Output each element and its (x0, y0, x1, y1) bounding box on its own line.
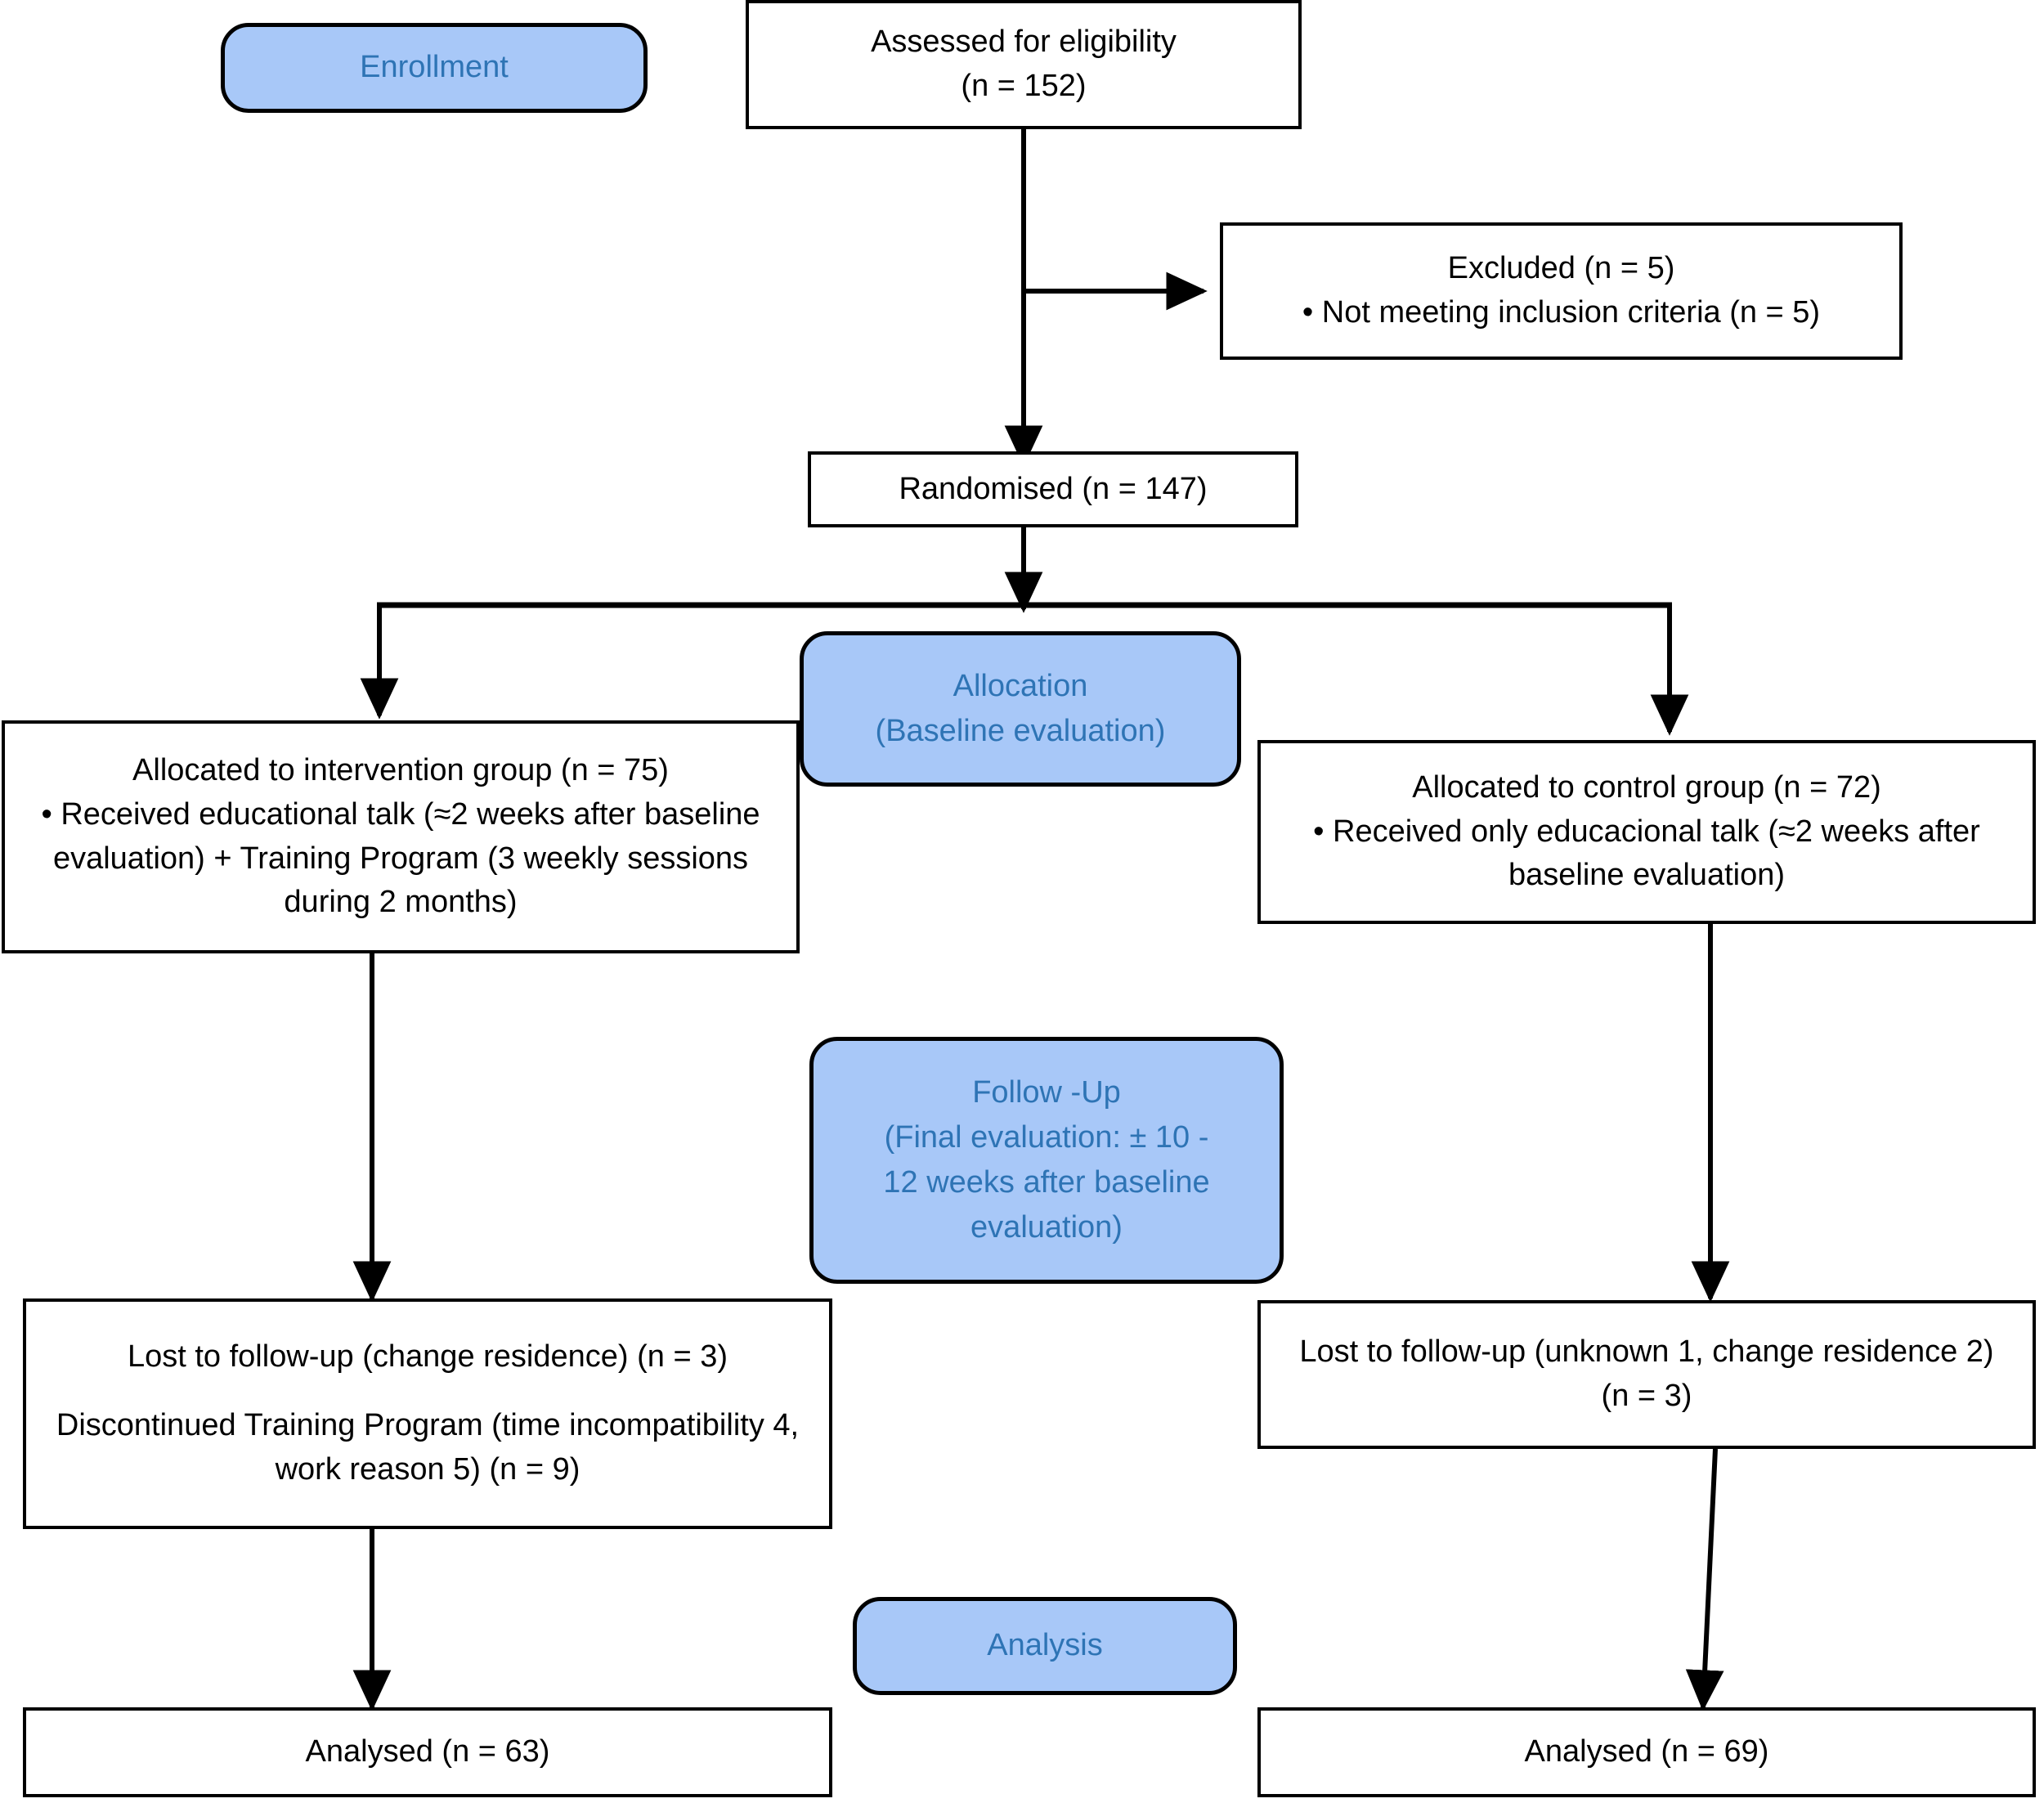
stage-analysis-line-0: Analysis (987, 1628, 1103, 1663)
node-lost-followup-intervention: Lost to follow-up (change residence) (n … (23, 1298, 832, 1529)
connector-lost-to-analysed-control (1685, 1448, 1724, 1711)
stage-followup-line-0: Follow -Up (972, 1074, 1121, 1110)
stage-label-enrollment: Enrollment (221, 23, 648, 113)
node-excluded: Excluded (n = 5) • Not meeting inclusion… (1220, 222, 1903, 360)
lost-control-line-0: Lost to follow-up (unknown 1, change res… (1299, 1334, 1994, 1413)
stage-followup-line-1: (Final evaluation: ± 10 - (884, 1119, 1209, 1155)
node-analysed-control: Analysed (n = 69) (1257, 1707, 2036, 1797)
excluded-line-1: • Not meeting inclusion criteria (n = 5) (1302, 295, 1821, 330)
stage-label-allocation: Allocation (Baseline evaluation) (800, 631, 1241, 787)
stage-allocation-line-0: Allocation (953, 668, 1088, 703)
stage-followup-line-2: 12 weeks after baseline (883, 1165, 1210, 1200)
intervention-line-1: • Received educational talk (≈2 weeks af… (41, 796, 760, 920)
node-lost-followup-control: Lost to follow-up (unknown 1, change res… (1257, 1300, 2036, 1449)
node-allocated-intervention: Allocated to intervention group (n = 75)… (2, 720, 800, 953)
assessed-line-1: (n = 152) (961, 69, 1087, 103)
stage-label-followup: Follow -Up (Final evaluation: ± 10 - 12 … (809, 1037, 1284, 1284)
randomised-line-0: Randomised (n = 147) (899, 471, 1208, 506)
assessed-line-0: Assessed for eligibility (871, 25, 1177, 60)
node-assessed-for-eligibility: Assessed for eligibility (n = 152) (746, 0, 1302, 129)
stage-enrollment-line-0: Enrollment (360, 50, 509, 85)
stage-followup-line-3: evaluation) (970, 1210, 1123, 1245)
excluded-line-0: Excluded (n = 5) (1447, 251, 1675, 286)
control-line-0: Allocated to control group (n = 72) (1412, 769, 1881, 805)
analysed-control-line-0: Analysed (n = 69) (1524, 1734, 1769, 1769)
lost-intervention-line-0: Lost to follow-up (change residence) (n … (127, 1339, 728, 1375)
stage-label-analysis: Analysis (853, 1597, 1237, 1695)
analysed-intervention-line-0: Analysed (n = 63) (305, 1734, 550, 1769)
control-line-1: • Received only educacional talk (≈2 wee… (1313, 814, 1980, 893)
lost-intervention-line-1: Discontinued Training Program (time inco… (56, 1408, 800, 1487)
node-analysed-intervention: Analysed (n = 63) (23, 1707, 832, 1797)
stage-allocation-line-1: (Baseline evaluation) (875, 714, 1166, 748)
node-allocated-control: Allocated to control group (n = 72) • Re… (1257, 740, 2036, 924)
node-randomised: Randomised (n = 147) (808, 451, 1298, 527)
intervention-line-0: Allocated to intervention group (n = 75) (132, 752, 669, 787)
